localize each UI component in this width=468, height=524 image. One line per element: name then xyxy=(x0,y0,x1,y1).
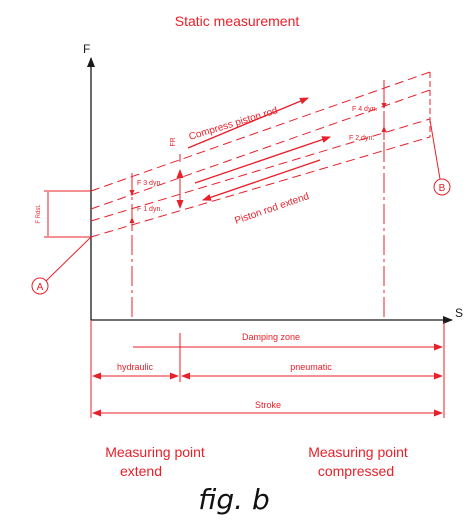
stroke-label: Stroke xyxy=(255,400,281,410)
measuring-point-compressed-line2: compressed xyxy=(318,463,394,479)
zone-extensions xyxy=(90,320,445,418)
x-axis-label: S xyxy=(455,306,463,320)
marker-a-label: A xyxy=(37,282,44,293)
f1-label: F 1 dyn. xyxy=(137,206,162,213)
f-rdst-bracket xyxy=(44,190,91,238)
marker-a-leader xyxy=(45,236,92,282)
pneumatic-label: pneumatic xyxy=(290,362,332,372)
compress-arrow xyxy=(187,97,309,149)
f4-label: F 4 dyn. xyxy=(352,106,377,113)
marker-b-circle xyxy=(433,178,451,196)
marker-b-label: B xyxy=(439,183,446,194)
f-rdst-label: F Rdst. xyxy=(36,204,42,224)
marker-a-circle xyxy=(31,277,49,295)
f2-label: F 2 dyn. xyxy=(349,135,374,142)
measuring-point-extend-line1: Measuring point xyxy=(105,444,205,460)
y-axis-label: F xyxy=(83,42,90,56)
damping-zone-label: Damping zone xyxy=(242,332,300,342)
measuring-point-extend-line2: extend xyxy=(120,463,162,479)
measuring-point-compressed-line1: Measuring point xyxy=(308,444,408,460)
hydraulic-label: hydraulic xyxy=(117,362,154,372)
characteristic-lines xyxy=(90,71,431,238)
middle-arrow xyxy=(194,136,331,184)
compress-label: Compress piston rod xyxy=(188,105,279,142)
measuring-verticals xyxy=(131,80,385,320)
marker-b-leader xyxy=(429,119,441,180)
f3-label: F 3 dyn. xyxy=(137,180,162,187)
diagram-title: Static measurement xyxy=(175,13,300,29)
extend-arrow xyxy=(202,159,321,201)
extend-label: Piston rod extend xyxy=(233,191,310,227)
figure-caption: fig. b xyxy=(198,483,270,516)
fr-label: FR xyxy=(170,137,177,146)
